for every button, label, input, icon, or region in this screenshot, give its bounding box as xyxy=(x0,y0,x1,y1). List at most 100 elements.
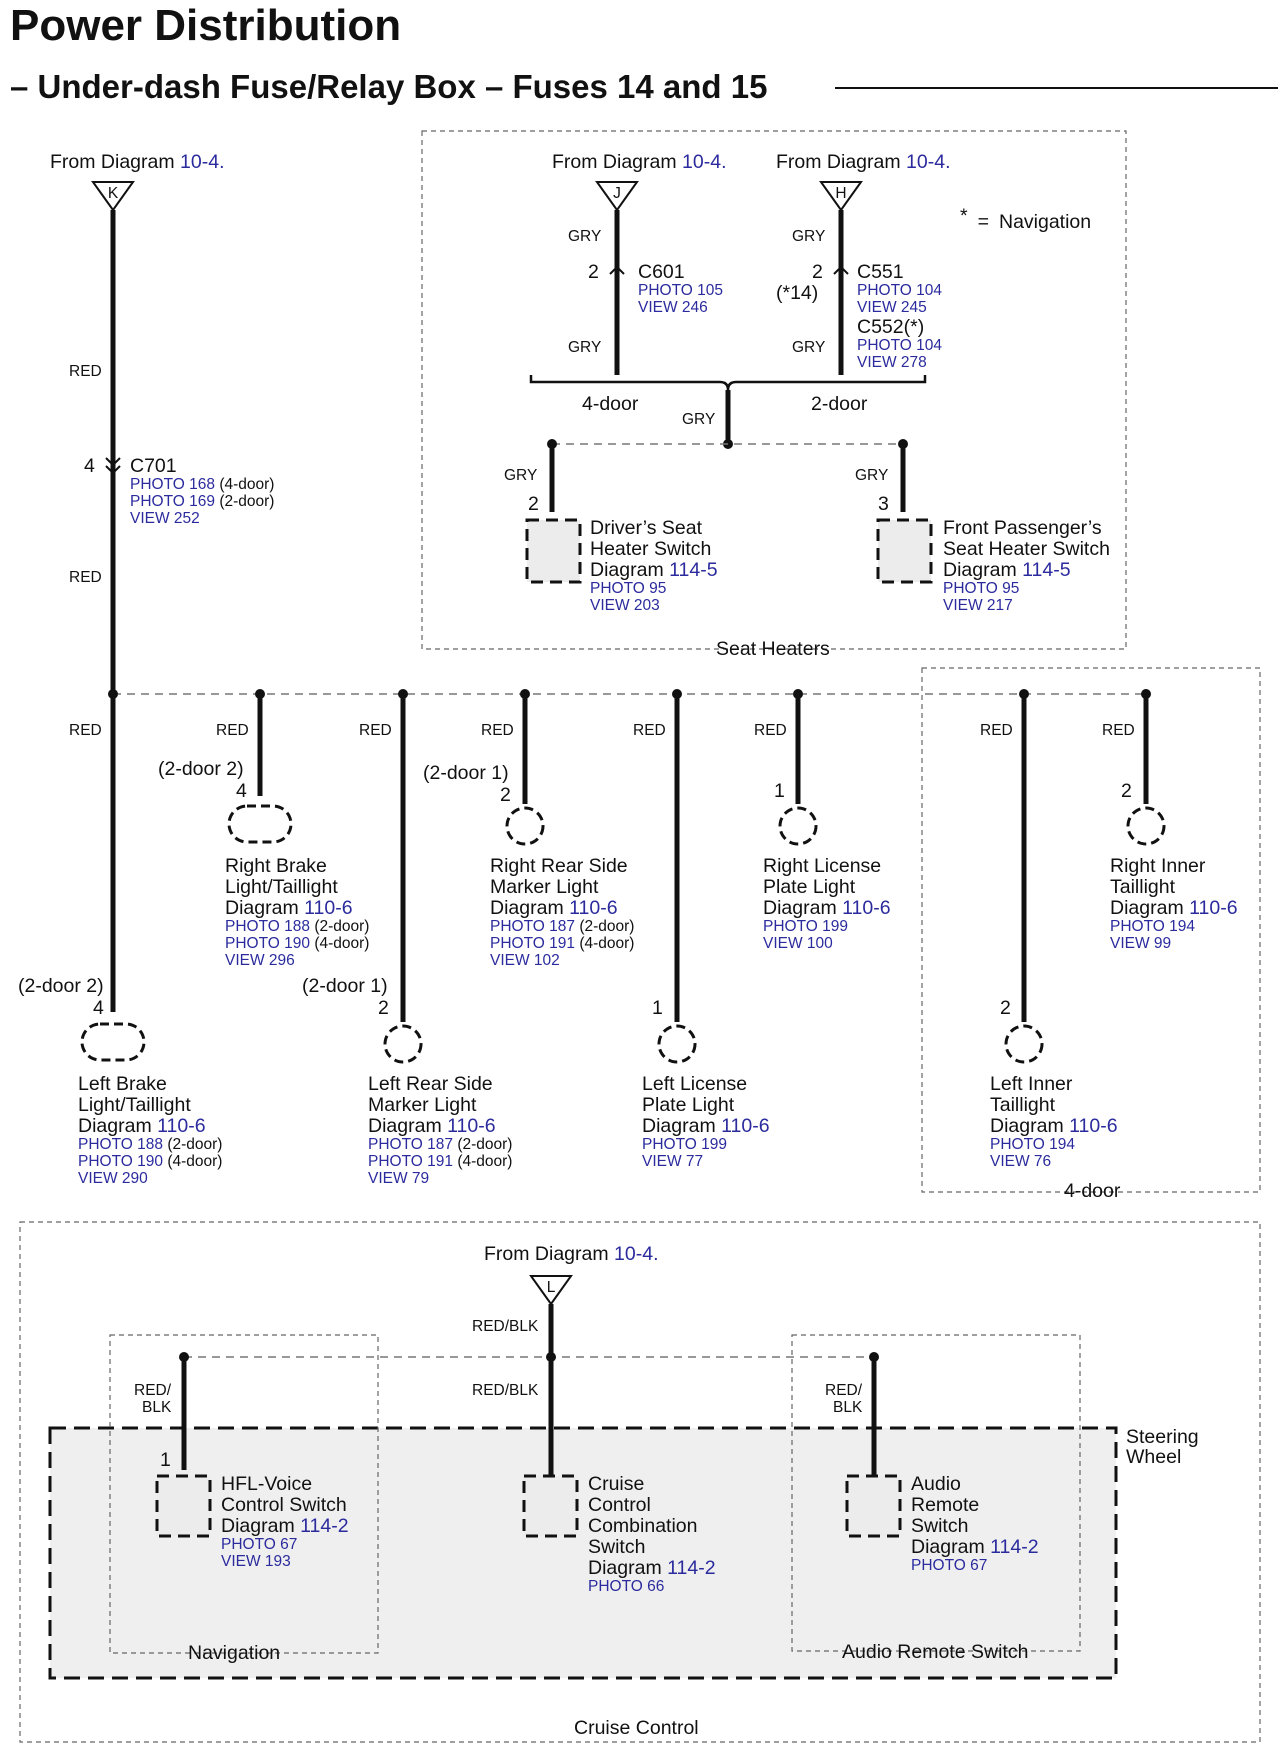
passenger-seat-view[interactable]: VIEW 217 xyxy=(943,597,1013,614)
c551-photo[interactable]: PHOTO 104 xyxy=(857,282,942,299)
photo-link[interactable]: PHOTO 188 xyxy=(78,1136,163,1153)
diagram-word: Diagram xyxy=(911,1536,985,1558)
diagram-link[interactable]: 10-4 xyxy=(614,1243,653,1265)
diagram-link[interactable]: 110-6 xyxy=(304,897,352,919)
steering-wheel-label-1: Steering xyxy=(1126,1426,1199,1448)
period: . xyxy=(653,1243,658,1265)
hfl-photo[interactable]: PHOTO 67 xyxy=(221,1536,297,1553)
four-door-group xyxy=(921,667,1261,1193)
audio-photo[interactable]: PHOTO 67 xyxy=(911,1557,987,1574)
connector-c701-symbol xyxy=(105,457,121,475)
photo-link[interactable]: PHOTO 187 xyxy=(368,1136,453,1153)
wire-color: GRY xyxy=(568,228,601,245)
right-rear-side-name-1: Right Rear Side xyxy=(490,855,628,877)
diagram-link[interactable]: 110-6 xyxy=(569,897,617,919)
right-inner-view[interactable]: VIEW 99 xyxy=(1110,935,1171,952)
c701-photo-1: PHOTO 168 (4-door) xyxy=(130,476,274,493)
left-brake-light[interactable] xyxy=(80,1022,146,1062)
left-inner-name-1: Left Inner xyxy=(990,1073,1073,1095)
cruise-control-combination-switch[interactable] xyxy=(522,1474,579,1538)
diagram-link[interactable]: 110-6 xyxy=(157,1115,205,1137)
wire-color: GRY xyxy=(504,467,537,484)
left-rear-side-marker-light[interactable] xyxy=(383,1024,423,1064)
c701-view[interactable]: VIEW 252 xyxy=(130,510,200,527)
c552-view[interactable]: VIEW 278 xyxy=(857,354,927,371)
diagram-link[interactable]: 110-6 xyxy=(447,1115,495,1137)
diagram-word: Diagram xyxy=(490,897,564,919)
passenger-seat-diagram: Diagram 114-5 xyxy=(943,559,1071,581)
photo-link[interactable]: PHOTO 190 xyxy=(78,1153,163,1170)
left-inner-name-2: Taillight xyxy=(990,1094,1056,1116)
photo-link[interactable]: PHOTO 169 xyxy=(130,493,215,510)
left-license-photo[interactable]: PHOTO 199 xyxy=(642,1136,727,1153)
cruise-control-group-label: Cruise Control xyxy=(574,1717,699,1739)
ccs-photo[interactable]: PHOTO 66 xyxy=(588,1578,664,1595)
diagram-link[interactable]: 10-4 xyxy=(180,151,219,173)
c552-photo[interactable]: PHOTO 104 xyxy=(857,337,942,354)
diagram-link[interactable]: 10-4 xyxy=(682,151,721,173)
left-inner-view[interactable]: VIEW 76 xyxy=(990,1153,1051,1170)
diagram-link[interactable]: 114-5 xyxy=(669,559,718,581)
driver-seat-photo[interactable]: PHOTO 95 xyxy=(590,580,666,597)
c601-photo[interactable]: PHOTO 105 xyxy=(638,282,723,299)
right-license-name-1: Right License xyxy=(763,855,881,877)
photo-link[interactable]: PHOTO 190 xyxy=(225,935,310,952)
right-brake-light[interactable] xyxy=(227,804,293,844)
photo-link[interactable]: PHOTO 191 xyxy=(490,935,575,952)
hfl-view[interactable]: VIEW 193 xyxy=(221,1553,291,1570)
diagram-link[interactable]: 110-6 xyxy=(721,1115,769,1137)
wire-color: GRY xyxy=(568,339,601,356)
left-brake-view[interactable]: VIEW 290 xyxy=(78,1170,148,1187)
right-inner-photo[interactable]: PHOTO 194 xyxy=(1110,918,1195,935)
left-inner-taillight[interactable] xyxy=(1004,1024,1044,1064)
right-inner-taillight[interactable] xyxy=(1126,806,1166,846)
diagram-link[interactable]: 114-2 xyxy=(990,1536,1038,1558)
diagram-link[interactable]: 114-5 xyxy=(1022,559,1071,581)
page-title: Power Distribution xyxy=(10,1,401,50)
diagram-link[interactable]: 110-6 xyxy=(842,897,890,919)
left-inner-photo[interactable]: PHOTO 194 xyxy=(990,1136,1075,1153)
right-brake-photo-1: PHOTO 188 (2-door) xyxy=(225,918,369,935)
photo-link[interactable]: PHOTO 187 xyxy=(490,918,575,935)
audio-remote-switch[interactable] xyxy=(845,1474,902,1538)
left-license-name-2: Plate Light xyxy=(642,1094,735,1116)
c601-name: C601 xyxy=(638,261,685,283)
photo-link[interactable]: PHOTO 188 xyxy=(225,918,310,935)
driver-seat-name-1: Driver’s Seat xyxy=(590,517,703,539)
period: . xyxy=(721,151,726,173)
c551-view[interactable]: VIEW 245 xyxy=(857,299,927,316)
photo-note: (4-door) xyxy=(314,935,369,952)
diagram-link[interactable]: 110-6 xyxy=(1189,897,1237,919)
diagram-link[interactable]: 114-2 xyxy=(667,1557,715,1579)
from-diagram-l: From Diagram 10-4. xyxy=(484,1243,658,1265)
wire-color: GRY xyxy=(682,411,715,428)
left-license-view[interactable]: VIEW 77 xyxy=(642,1153,703,1170)
wire-color: RED/BLK xyxy=(472,1318,539,1335)
connector-c551-symbol xyxy=(833,265,849,275)
right-brake-pin: 4 xyxy=(236,780,247,802)
diagram-link[interactable]: 114-2 xyxy=(300,1515,348,1537)
diagram-word: Diagram xyxy=(990,1115,1064,1137)
passenger-seat-heater-switch[interactable] xyxy=(876,518,933,584)
source-l-symbol xyxy=(529,1275,573,1306)
diagram-link[interactable]: 110-6 xyxy=(1069,1115,1117,1137)
photo-note: (2-door) xyxy=(219,493,274,510)
left-rear-side-view[interactable]: VIEW 79 xyxy=(368,1170,429,1187)
right-brake-view[interactable]: VIEW 296 xyxy=(225,952,295,969)
passenger-seat-photo[interactable]: PHOTO 95 xyxy=(943,580,1019,597)
right-rear-side-view[interactable]: VIEW 102 xyxy=(490,952,560,969)
photo-link[interactable]: PHOTO 168 xyxy=(130,476,215,493)
hfl-voice-control-switch[interactable] xyxy=(155,1474,212,1538)
right-license-view[interactable]: VIEW 100 xyxy=(763,935,833,952)
c601-view[interactable]: VIEW 246 xyxy=(638,299,708,316)
photo-link[interactable]: PHOTO 191 xyxy=(368,1153,453,1170)
diagram-link[interactable]: 10-4 xyxy=(906,151,945,173)
right-license-photo[interactable]: PHOTO 199 xyxy=(763,918,848,935)
right-license-plate-light[interactable] xyxy=(778,806,818,846)
driver-seat-view[interactable]: VIEW 203 xyxy=(590,597,660,614)
driver-seat-heater-switch[interactable] xyxy=(525,518,582,584)
right-rear-side-photo-1: PHOTO 187 (2-door) xyxy=(490,918,634,935)
right-rear-side-marker-light[interactable] xyxy=(505,806,545,846)
from-diagram-j: From Diagram 10-4. xyxy=(552,151,726,173)
left-license-plate-light[interactable] xyxy=(657,1024,697,1064)
